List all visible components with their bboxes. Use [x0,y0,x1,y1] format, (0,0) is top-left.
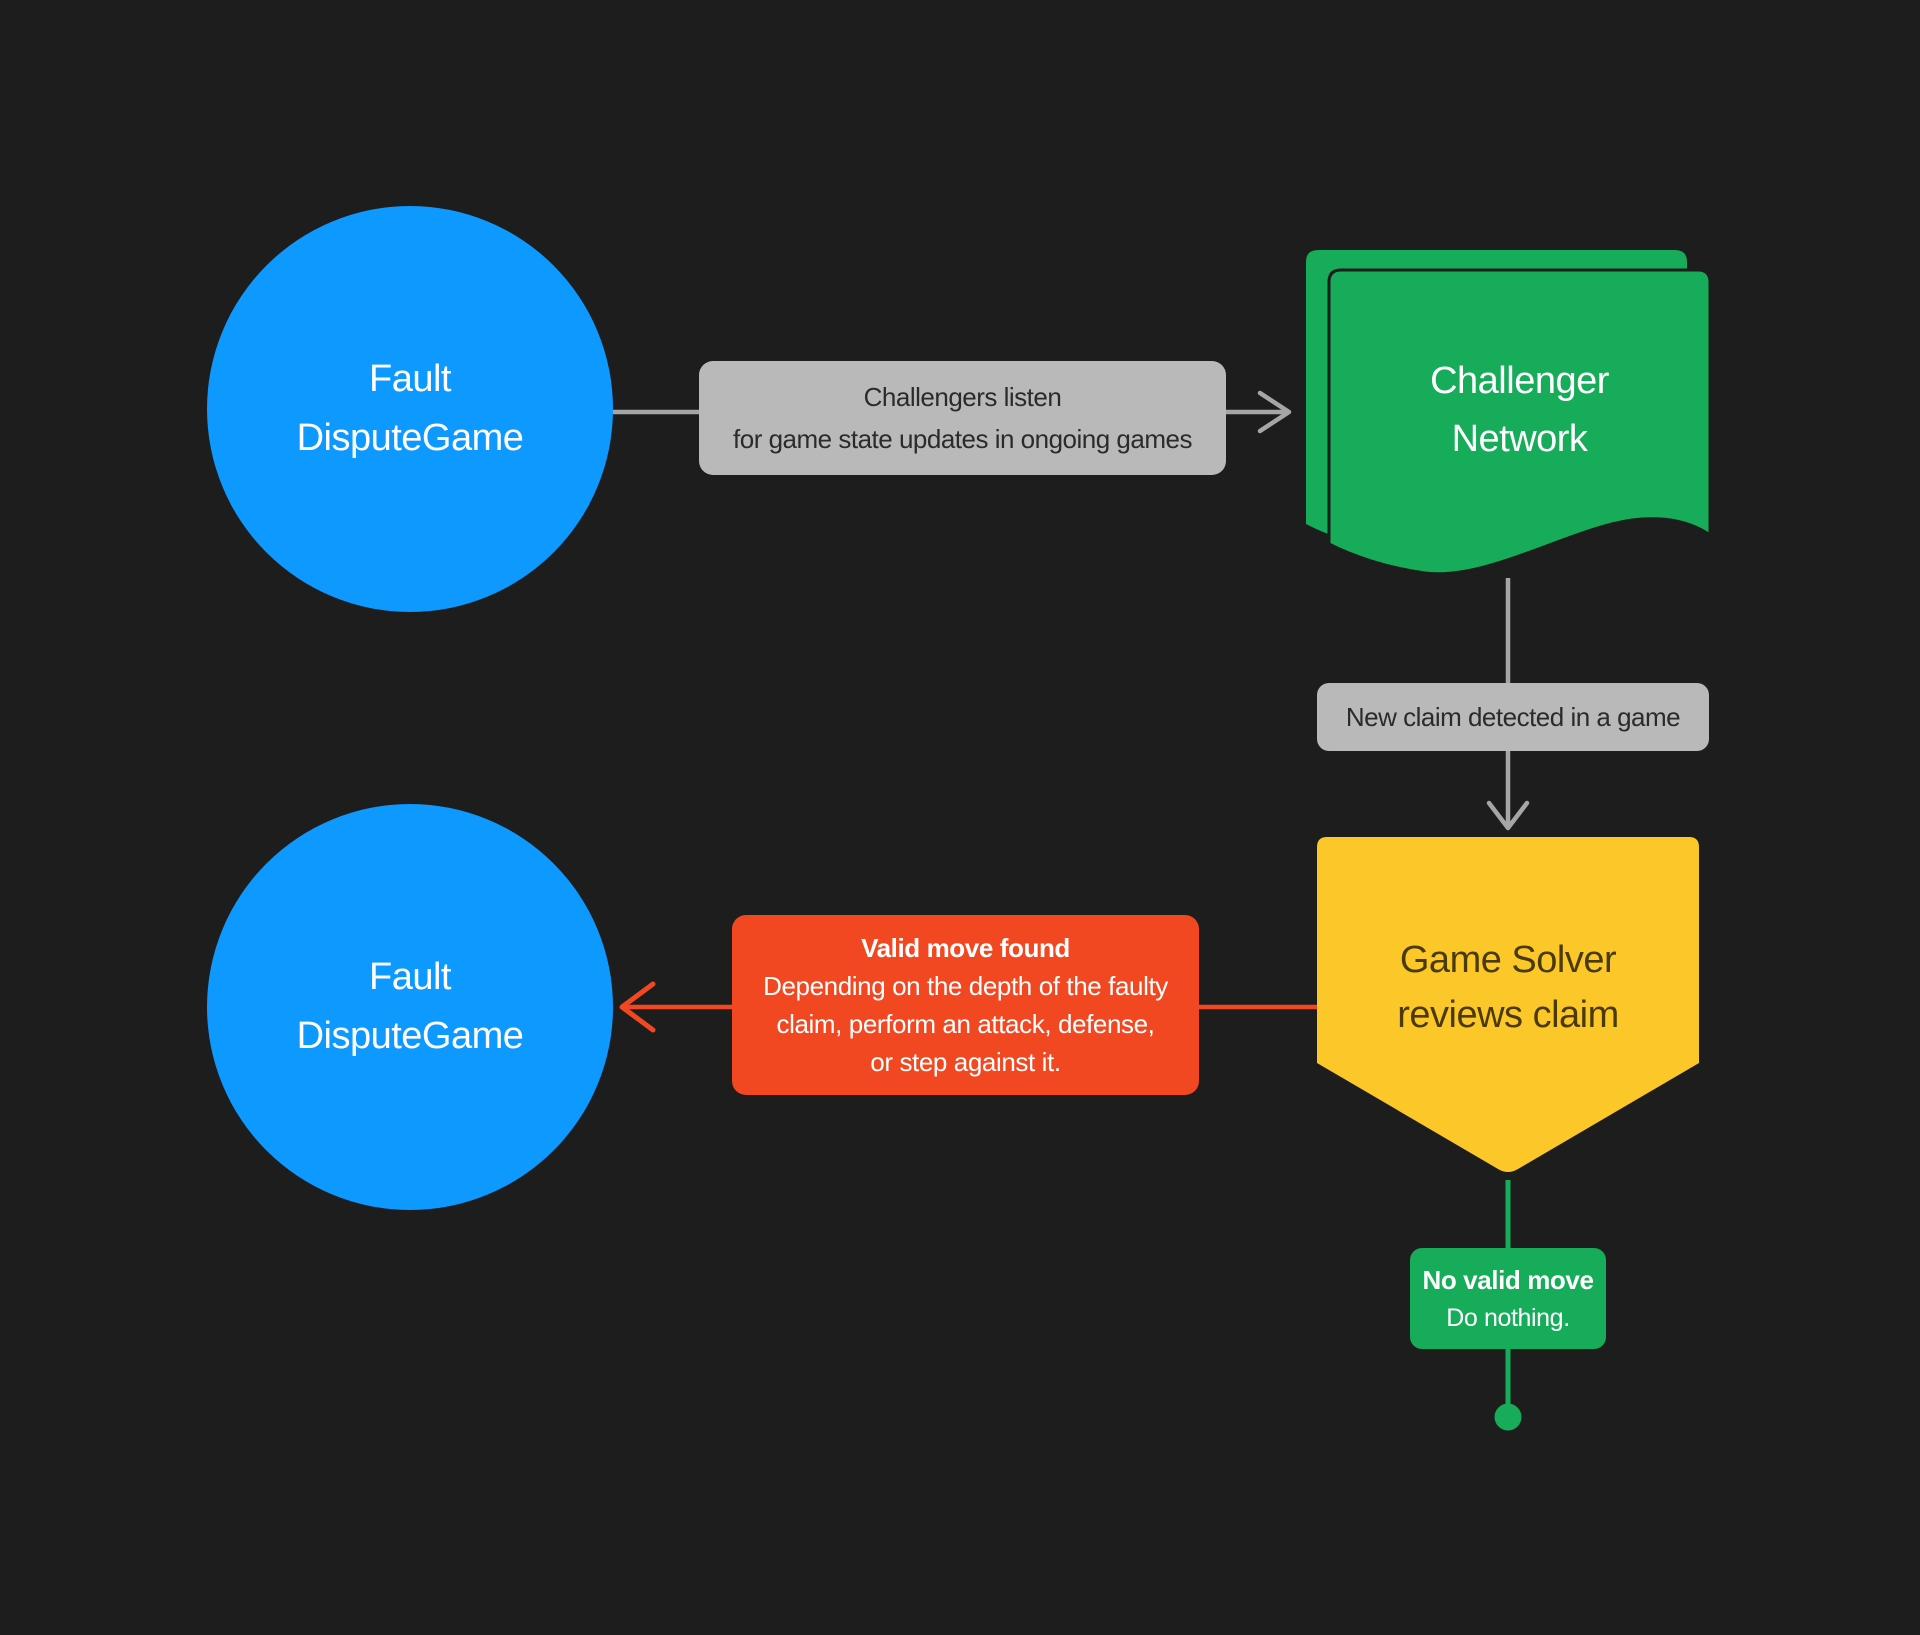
edge-label-line: or step against it. [870,1047,1061,1077]
challenger-network-shape [1327,268,1712,576]
arrowhead-down-icon [1486,800,1530,831]
edge-label-valid-move: Valid move found Depending on the depth … [732,915,1199,1095]
node-label-line: DisputeGame [296,1015,524,1057]
edge-label-title: Valid move found [861,933,1070,963]
terminal-dot [1494,1403,1522,1431]
node-fault-disputegame-bottom: Fault DisputeGame [207,804,613,1210]
edge-label-title: No valid move [1422,1264,1594,1295]
node-label-line: Fault [369,358,451,400]
game-solver-shape [1317,837,1699,1172]
edge-label-line: Depending on the depth of the faulty [763,971,1168,1001]
arrowhead-right-icon [1257,390,1292,434]
edge-label-line: New claim detected in a game [1345,702,1681,732]
node-label-line: DisputeGame [296,417,524,459]
node-label-line: Fault [369,956,451,998]
edge-label-challengers-listen: Challengers listen for game state update… [699,361,1226,475]
arrowhead-left-icon [619,981,656,1033]
edge-label-no-valid-move: No valid move Do nothing. [1410,1248,1606,1349]
node-fault-disputegame-top: Fault DisputeGame [207,206,613,612]
edge-label-line: Challengers listen [863,382,1062,412]
edge-label-line: claim, perform an attack, defense, [776,1009,1155,1039]
edge-label-line: Do nothing. [1446,1303,1570,1332]
edge-label-new-claim: New claim detected in a game [1317,683,1709,751]
edge-label-line: for game state updates in ongoing games [733,424,1192,454]
